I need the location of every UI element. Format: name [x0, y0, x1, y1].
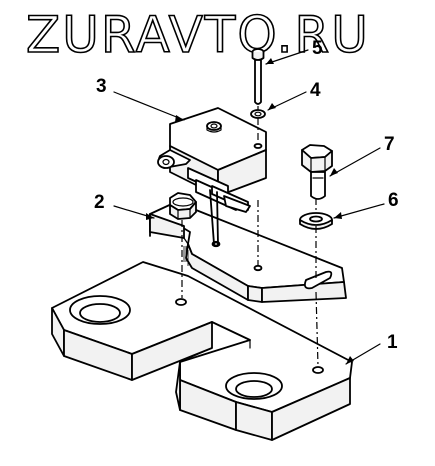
- screw-icon: [251, 48, 265, 105]
- callout-3: 3: [96, 76, 107, 97]
- limit-switch-icon: [157, 107, 267, 246]
- watermark-text: ZURAVTO.RU: [26, 6, 370, 64]
- callout-1: 1: [387, 332, 398, 353]
- callout-4: 4: [310, 80, 321, 101]
- leader-lines: [113, 49, 385, 365]
- mounting-plate-icon: [149, 192, 347, 303]
- hex-bolt-icon: [301, 144, 333, 200]
- base-bracket-icon: [51, 261, 353, 441]
- lock-washer-icon: [250, 109, 266, 119]
- callout-5: 5: [312, 38, 323, 59]
- assembly-centerlines: [181, 106, 319, 367]
- callout-6: 6: [388, 190, 399, 211]
- callout-2: 2: [94, 192, 105, 213]
- callout-7: 7: [384, 134, 395, 155]
